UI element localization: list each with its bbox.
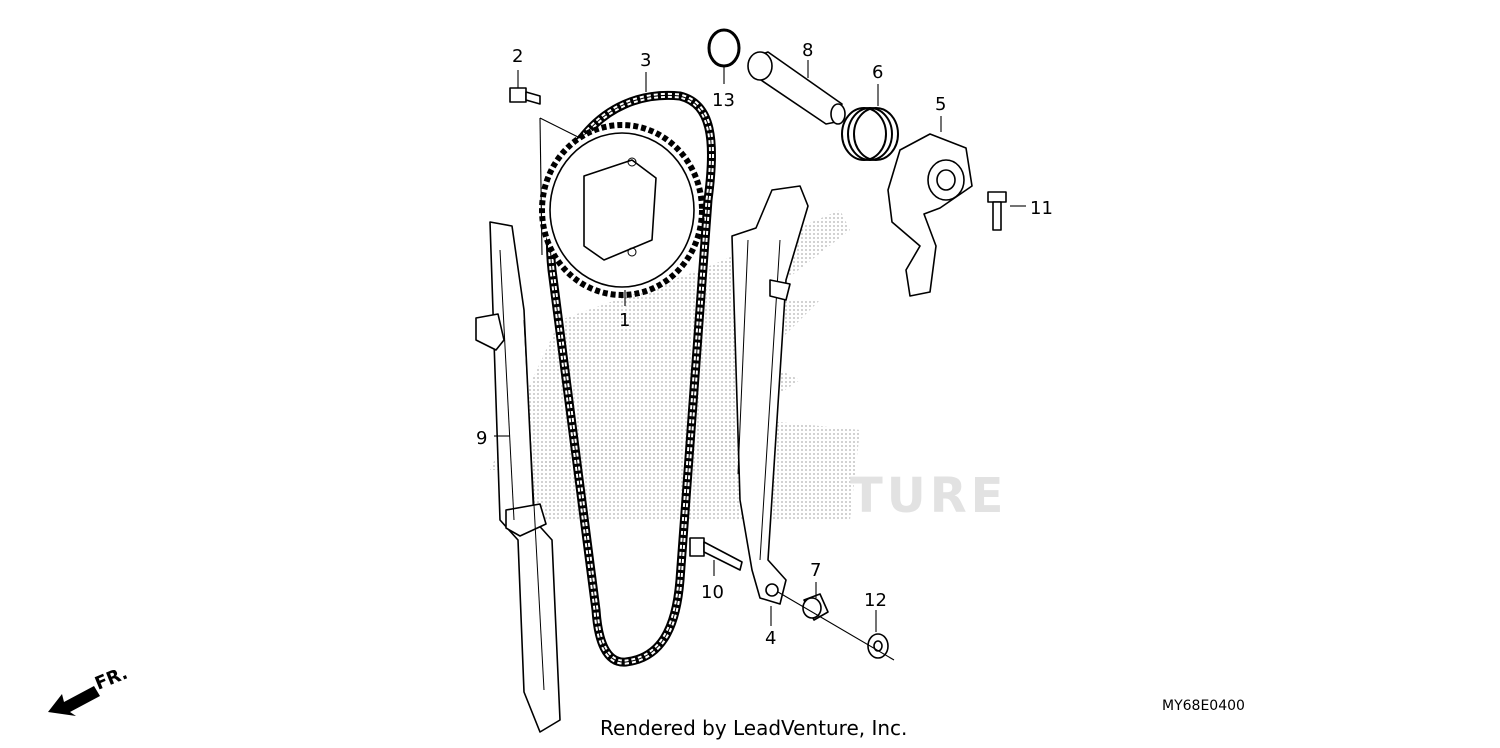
leader-lines <box>494 60 1026 632</box>
front-direction-arrow: FR. <box>48 663 131 716</box>
part-bolt-10 <box>689 537 743 571</box>
direction-label: FR. <box>92 663 131 695</box>
callouts: 1 2 3 4 5 6 7 8 9 10 11 12 13 <box>476 40 1053 649</box>
part-o-ring <box>707 28 741 68</box>
callout-13: 13 <box>712 90 735 111</box>
part-bolt-11 <box>987 191 1007 231</box>
part-chain-guide <box>475 221 561 733</box>
callout-3: 3 <box>640 50 651 71</box>
callout-9: 9 <box>476 428 487 449</box>
part-tensioner-arm <box>731 185 809 605</box>
part-cam-sprocket <box>539 122 705 298</box>
watermark-text: TURE <box>850 468 1007 524</box>
part-pivot-pin <box>747 51 846 125</box>
callout-10: 10 <box>701 582 724 603</box>
callout-12: 12 <box>864 590 887 611</box>
callout-8: 8 <box>802 40 813 61</box>
part-spring <box>841 107 899 161</box>
part-bolt-2 <box>509 87 541 105</box>
callout-11: 11 <box>1030 198 1053 219</box>
callout-7: 7 <box>810 560 821 581</box>
part-tensioner-lifter <box>887 133 973 297</box>
callout-4: 4 <box>765 628 776 649</box>
callout-2: 2 <box>512 46 523 67</box>
callout-6: 6 <box>872 62 883 83</box>
part-washer <box>867 633 889 659</box>
part-collar <box>802 593 829 621</box>
diagram-code: MY68E0400 <box>1162 698 1245 714</box>
callout-1: 1 <box>619 310 630 331</box>
footer-credit: Rendered by LeadVenture, Inc. <box>600 716 908 740</box>
callout-5: 5 <box>935 94 946 115</box>
